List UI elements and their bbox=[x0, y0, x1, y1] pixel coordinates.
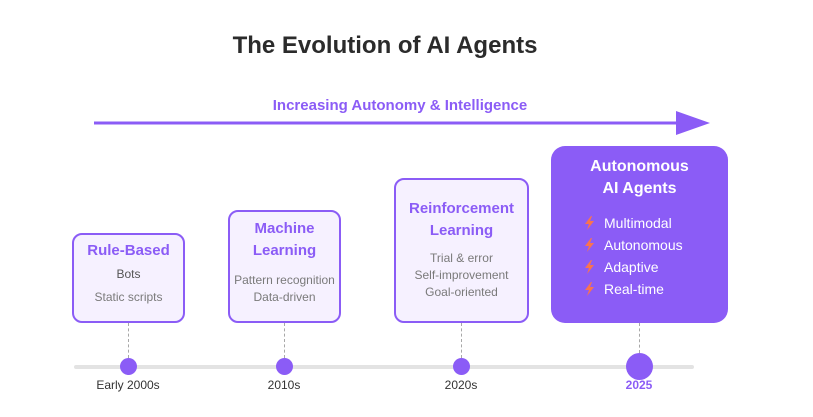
feature-item: Adaptive bbox=[585, 256, 728, 278]
feature-item: Real-time bbox=[585, 278, 728, 300]
timeline-axis bbox=[74, 365, 694, 369]
feature-list: Multimodal Autonomous Adaptive Real-time bbox=[585, 212, 728, 300]
feature-label: Adaptive bbox=[604, 259, 659, 275]
timeline-connector bbox=[284, 323, 285, 358]
timeline-dot bbox=[276, 358, 293, 375]
timeline-connector bbox=[128, 323, 129, 358]
stage-title: Machine bbox=[254, 220, 315, 237]
timeline-connector bbox=[639, 323, 640, 353]
stage-card-machine-learning: Machine Learning Pattern recognition Dat… bbox=[228, 210, 341, 323]
stage-title: Rule-Based bbox=[87, 242, 170, 259]
feature-label: Multimodal bbox=[604, 215, 672, 231]
feature-label: Autonomous bbox=[604, 237, 683, 253]
timeline-dot-current bbox=[626, 353, 653, 380]
feature-label: Real-time bbox=[604, 281, 664, 297]
timeline-year: 2010s bbox=[267, 378, 301, 392]
stage-title: Reinforcement bbox=[408, 200, 515, 217]
diagram-title: The Evolution of AI Agents bbox=[232, 32, 538, 59]
stage-card-autonomous-agents: Autonomous AI Agents Multimodal Autonomo… bbox=[551, 146, 728, 323]
stage-detail: Trial & error bbox=[430, 251, 493, 265]
stage-title: AI Agents bbox=[602, 180, 677, 197]
stage-title: Learning bbox=[429, 222, 494, 239]
timeline-connector bbox=[461, 323, 462, 358]
lightning-icon bbox=[585, 282, 594, 296]
timeline-year-current: 2025 bbox=[625, 378, 653, 392]
feature-item: Multimodal bbox=[585, 212, 728, 234]
timeline-dot bbox=[120, 358, 137, 375]
stage-title: Autonomous bbox=[590, 158, 689, 175]
lightning-icon bbox=[585, 260, 594, 274]
feature-item: Autonomous bbox=[585, 234, 728, 256]
stage-detail: Pattern recognition bbox=[234, 273, 335, 287]
autonomy-arrow bbox=[94, 111, 710, 135]
arrow-label: Increasing Autonomy & Intelligence bbox=[272, 97, 528, 114]
timeline-year: 2020s bbox=[444, 378, 478, 392]
stage-detail: Self-improvement bbox=[414, 268, 509, 282]
stage-detail: Static scripts bbox=[94, 290, 163, 304]
stage-title: Learning bbox=[252, 242, 317, 259]
stage-card-reinforcement-learning: Reinforcement Learning Trial & error Sel… bbox=[394, 178, 529, 323]
timeline-dot bbox=[453, 358, 470, 375]
stage-detail: Goal-oriented bbox=[425, 285, 498, 299]
lightning-icon bbox=[585, 216, 594, 230]
stage-detail: Data-driven bbox=[253, 290, 316, 304]
stage-card-rule-based: Rule-Based Bots Static scripts bbox=[72, 233, 185, 323]
timeline-year: Early 2000s bbox=[96, 378, 160, 392]
lightning-icon bbox=[585, 238, 594, 252]
stage-detail: Bots bbox=[116, 267, 141, 281]
